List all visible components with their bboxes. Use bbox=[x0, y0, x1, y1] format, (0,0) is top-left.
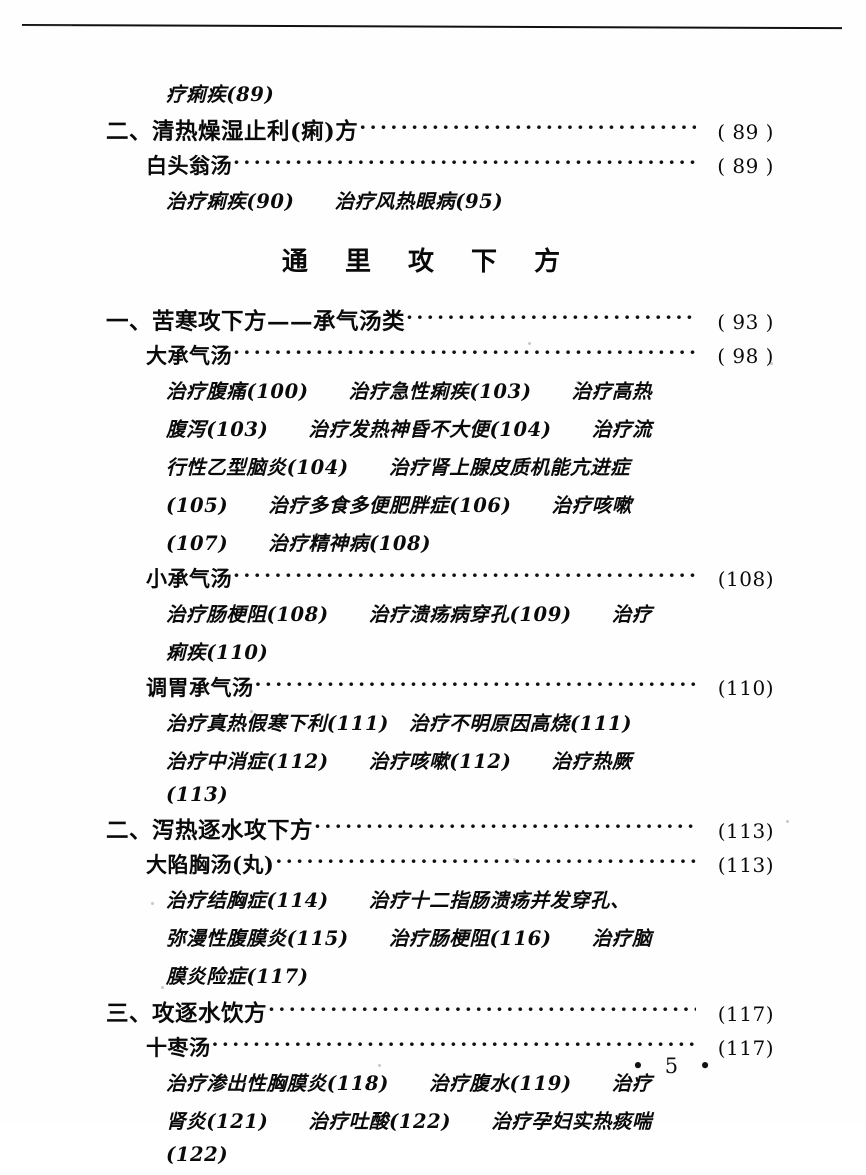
toc-detail-line: 治疗结胸症(114) 治疗十二指肠溃疡并发穿孔、 bbox=[166, 889, 631, 912]
page-top-rule bbox=[21, 24, 842, 30]
toc-section-label: 三、攻逐水饮方 bbox=[106, 1000, 268, 1027]
toc-page-number: (110) bbox=[717, 676, 774, 700]
folio-number: • 5 • bbox=[631, 1054, 719, 1078]
toc-section-row[interactable]: 二、泻热逐水攻下方 (113) bbox=[0, 815, 866, 842]
toc-detail-line: (107) 治疗精神病(108) bbox=[166, 532, 432, 555]
toc-detail-line: 行性乙型脑炎(104) 治疗肾上腺皮质机能亢进症 bbox=[166, 456, 631, 479]
toc-page-number: (113) bbox=[717, 818, 774, 843]
toc-formula-row[interactable]: 十枣汤 (117) bbox=[0, 1034, 866, 1058]
toc-page-number: ( 98 ) bbox=[717, 344, 774, 368]
toc-section-row[interactable]: 一、苦寒攻下方——承气汤类 ( 93 ) bbox=[0, 306, 866, 333]
toc-entries: 二、清热燥湿止利(痢)方 ( 89 ) 白头翁汤 ( 89 ) 治疗痢疾(90) 治疗风… bbox=[0, 116, 866, 1166]
scanned-page: 疗痢疾(89) 二、清热燥湿止利(痢)方 ( 89 ) 白头翁汤 ( 89 ) 治疗痢疾… bbox=[0, 0, 866, 1122]
toc-detail-line: 治疗中消症(112) 治疗咳嗽(112) 治疗热厥 bbox=[166, 750, 633, 773]
toc-formula-label: 大陷胸汤(丸) bbox=[146, 852, 275, 877]
toc-section-label: 二、泻热逐水攻下方 bbox=[106, 817, 314, 844]
toc-detail-line: 治疗腹痛(100) 治疗急性痢疾(103) 治疗高热 bbox=[166, 380, 653, 403]
toc-detail-line: 膜炎险症(117) bbox=[166, 965, 309, 988]
toc-page-number: (117) bbox=[717, 1036, 774, 1060]
toc-page-number: ( 89 ) bbox=[717, 119, 774, 144]
toc-section-label: 一、苦寒攻下方——承气汤类 bbox=[106, 308, 406, 335]
toc-detail-line: 弥漫性腹膜炎(115) 治疗肠梗阻(116) 治疗脑 bbox=[166, 927, 653, 950]
toc-section-row[interactable]: 二、清热燥湿止利(痢)方 ( 89 ) bbox=[0, 116, 866, 143]
toc-formula-label: 调胃承气汤 bbox=[146, 675, 254, 700]
dot-leader bbox=[255, 674, 697, 695]
dot-leader bbox=[268, 998, 696, 1021]
toc-formula-row[interactable]: 白头翁汤 ( 89 ) bbox=[0, 152, 866, 176]
chapter-title: 通 里 攻 下 方 bbox=[281, 247, 575, 277]
scan-speck bbox=[151, 902, 154, 905]
dot-leader bbox=[275, 851, 696, 872]
page-footer: • 5 • bbox=[0, 1054, 866, 1078]
toc-detail-line: (105) 治疗多食多便肥胖症(106) 治疗咳嗽 bbox=[166, 494, 633, 517]
scan-speck bbox=[250, 710, 253, 713]
scan-speck bbox=[770, 362, 773, 365]
scan-speck bbox=[786, 820, 789, 823]
toc-detail-line: 治疗渗出性胸膜炎(118) 治疗腹水(119) 治疗 bbox=[166, 1072, 653, 1095]
toc-section-label: 二、清热燥湿止利(痢)方 bbox=[106, 118, 359, 145]
toc-formula-row[interactable]: 调胃承气汤 (110) bbox=[0, 674, 866, 698]
toc-detail-line: (113) bbox=[166, 783, 229, 806]
scan-speck bbox=[513, 858, 516, 861]
toc-detail-line: (122) bbox=[166, 1143, 229, 1166]
dot-leader bbox=[314, 815, 696, 838]
scan-speck bbox=[576, 381, 579, 383]
dot-leader bbox=[233, 342, 696, 363]
dot-leader bbox=[212, 1034, 697, 1055]
dot-leader bbox=[406, 306, 696, 329]
scan-speck bbox=[528, 342, 531, 345]
dot-leader bbox=[233, 565, 696, 586]
toc-formula-row[interactable]: 大陷胸汤(丸) (113) bbox=[0, 851, 866, 875]
toc-page-number: (108) bbox=[717, 567, 774, 591]
toc-detail-line: 治疗痢疾(90) 治疗风热眼病(95) bbox=[166, 190, 504, 213]
toc-detail-line: 治疗真热假寒下利(111) 治疗不明原因高烧(111) bbox=[166, 712, 633, 735]
toc-formula-row[interactable]: 小承气汤 (108) bbox=[0, 565, 866, 589]
toc-formula-label: 十枣汤 bbox=[146, 1035, 211, 1060]
toc-detail-line: 肾炎(121) 治疗吐酸(122) 治疗孕妇实热痰喘 bbox=[166, 1110, 653, 1133]
toc-page-number: (117) bbox=[717, 1001, 774, 1026]
page-top-rule-fragment bbox=[22, 25, 72, 26]
scan-speck bbox=[378, 1064, 381, 1067]
toc-formula-label: 白头翁汤 bbox=[146, 153, 232, 178]
orphan-detail-line: 疗痢疾(89) bbox=[166, 83, 275, 106]
toc-page-number: (113) bbox=[717, 853, 774, 877]
scan-speck bbox=[161, 986, 164, 989]
toc-page-number: ( 89 ) bbox=[717, 154, 774, 178]
toc-formula-label: 大承气汤 bbox=[146, 343, 232, 368]
toc-page-number: ( 93 ) bbox=[717, 309, 774, 334]
dot-leader bbox=[233, 152, 696, 173]
toc-detail-line: 治疗肠梗阻(108) 治疗溃疡病穿孔(109) 治疗 bbox=[166, 603, 653, 626]
toc-detail-line: 腹泻(103) 治疗发热神昏不大便(104) 治疗流 bbox=[166, 418, 653, 441]
table-of-contents: 疗痢疾(89) 二、清热燥湿止利(痢)方 ( 89 ) 白头翁汤 ( 89 ) 治疗痢疾… bbox=[0, 78, 866, 1175]
toc-formula-label: 小承气汤 bbox=[146, 566, 232, 591]
toc-section-row[interactable]: 三、攻逐水饮方 (117) bbox=[0, 998, 866, 1025]
dot-leader bbox=[359, 116, 696, 139]
toc-detail-line: 痢疾(110) bbox=[166, 641, 269, 664]
toc-formula-row[interactable]: 大承气汤 ( 98 ) bbox=[0, 342, 866, 366]
